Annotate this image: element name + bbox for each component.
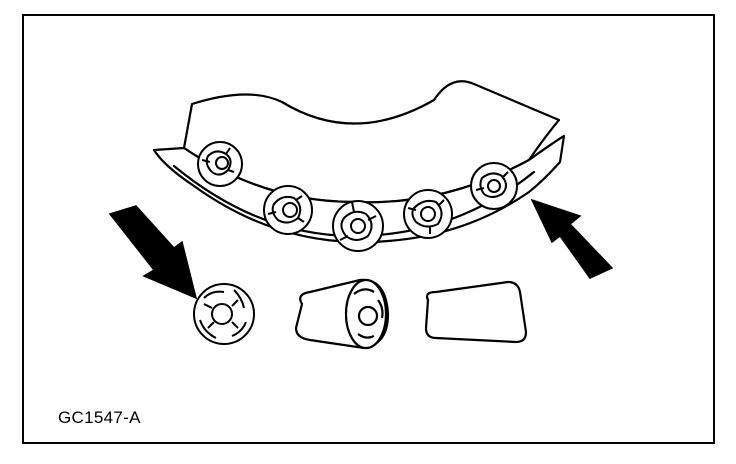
- roller-1: [197, 141, 243, 187]
- bearing-rollers: [197, 141, 518, 252]
- roller-4: [403, 189, 453, 239]
- diagram-frame: GC1547-A: [22, 14, 715, 444]
- bearing-illustration: [108, 80, 614, 350]
- arrow-right-pointer-icon: [530, 198, 614, 279]
- roller-side-view: [424, 280, 528, 344]
- arrow-left-pointer-icon: [108, 205, 198, 300]
- roller-end-view: [193, 283, 255, 345]
- roller-2: [263, 185, 313, 235]
- figure-label: GC1547-A: [58, 408, 141, 427]
- roller-5: [470, 162, 518, 210]
- roller-three-quarter-view: [294, 278, 390, 350]
- roller-3: [332, 200, 384, 252]
